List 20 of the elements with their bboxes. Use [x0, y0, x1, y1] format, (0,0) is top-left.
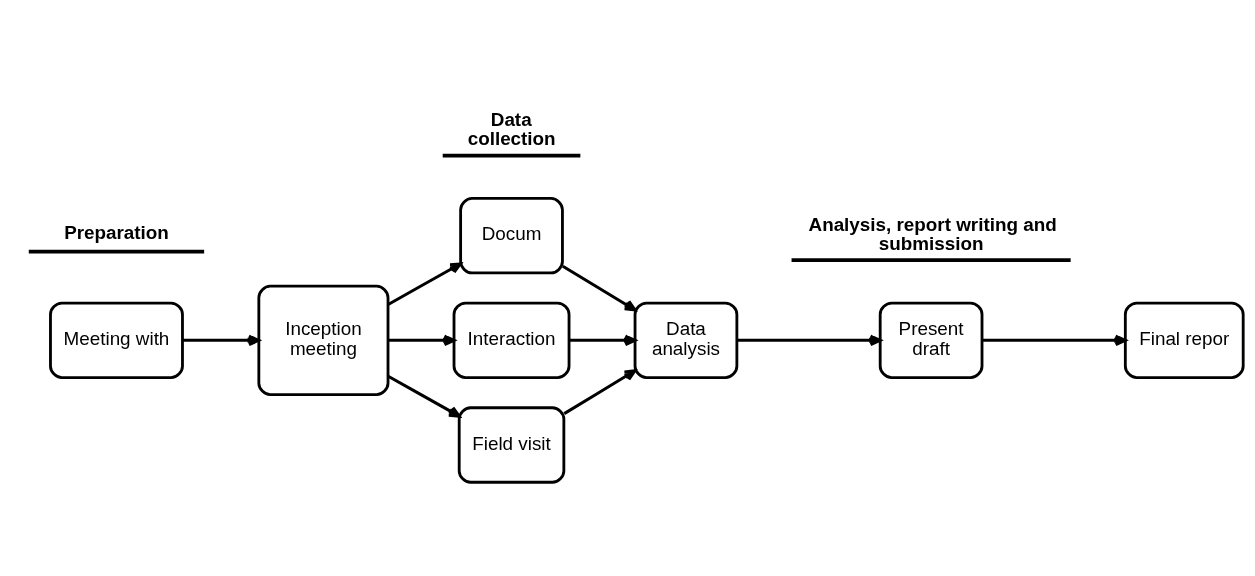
label: Analysis, report writing and submission	[808, 213, 1057, 254]
node-box: Present draft	[878, 301, 984, 379]
node-box: Docum	[459, 197, 564, 275]
node-box: Final repor	[1123, 301, 1245, 379]
node-box: Meeting with	[49, 301, 184, 379]
node-box: Data analysis	[633, 301, 739, 379]
node-box: Field visit	[457, 406, 566, 484]
node-box: Inception meeting	[257, 284, 390, 396]
arrow	[388, 334, 456, 347]
arrow	[569, 334, 637, 347]
label: Preparation	[64, 222, 169, 244]
arrow	[182, 334, 261, 347]
arrow	[387, 374, 461, 418]
node-box: Interaction	[452, 301, 571, 379]
arrow	[563, 369, 637, 415]
arrow	[387, 262, 462, 306]
arrow	[562, 264, 637, 312]
arrow	[737, 334, 882, 347]
label: Data collection	[467, 109, 556, 150]
arrow	[982, 334, 1127, 347]
